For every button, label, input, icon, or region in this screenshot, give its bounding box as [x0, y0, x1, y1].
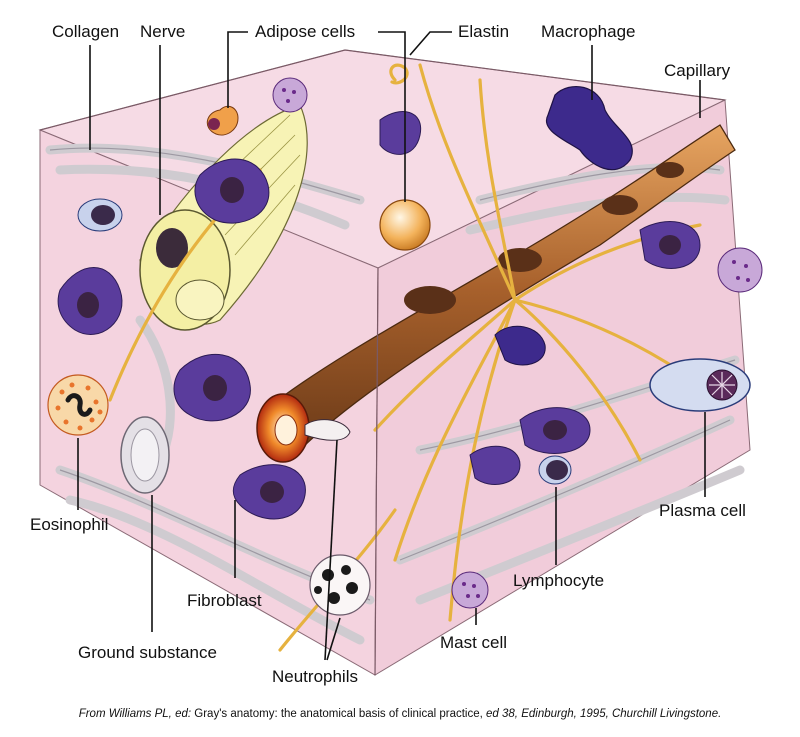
label-macrophage: Macrophage: [541, 22, 636, 41]
lymphocyte: [77, 198, 572, 485]
tissue-block: [38, 49, 763, 676]
mast-cells: [272, 77, 763, 609]
macrophage: [494, 86, 633, 366]
label-eosinophil: Eosinophil: [30, 515, 108, 534]
figure-caption: From Williams PL, ed: Gray's anatomy: th…: [0, 708, 800, 720]
label-plasma-cell: Plasma cell: [659, 501, 746, 520]
label-nerve: Nerve: [140, 22, 185, 41]
label-ground-substance: Ground substance: [78, 643, 217, 662]
label-capillary: Capillary: [664, 61, 731, 80]
adipose-cells: [206, 105, 431, 251]
plasma-cell: [649, 358, 751, 412]
eosinophil: [47, 374, 109, 436]
caption-tail: ed 38, Edinburgh, 1995, Churchill Living…: [482, 708, 722, 720]
label-mast-cell: Mast cell: [440, 633, 507, 652]
label-fibroblast: Fibroblast: [187, 591, 262, 610]
leader-lines: [77, 31, 706, 661]
label-elastin: Elastin: [458, 22, 509, 41]
labels: Collagen Nerve Adipose cells Elastin Mac…: [30, 22, 746, 686]
label-collagen: Collagen: [52, 22, 119, 41]
label-neutrophils: Neutrophils: [272, 667, 358, 686]
label-adipose-cells: Adipose cells: [255, 22, 355, 41]
neutrophils: [304, 419, 371, 616]
label-lymphocyte: Lymphocyte: [513, 571, 604, 590]
caption-lead: From Williams PL, ed:: [78, 708, 192, 720]
caption-title: Gray's anatomy: the anatomical basis of …: [191, 708, 483, 720]
